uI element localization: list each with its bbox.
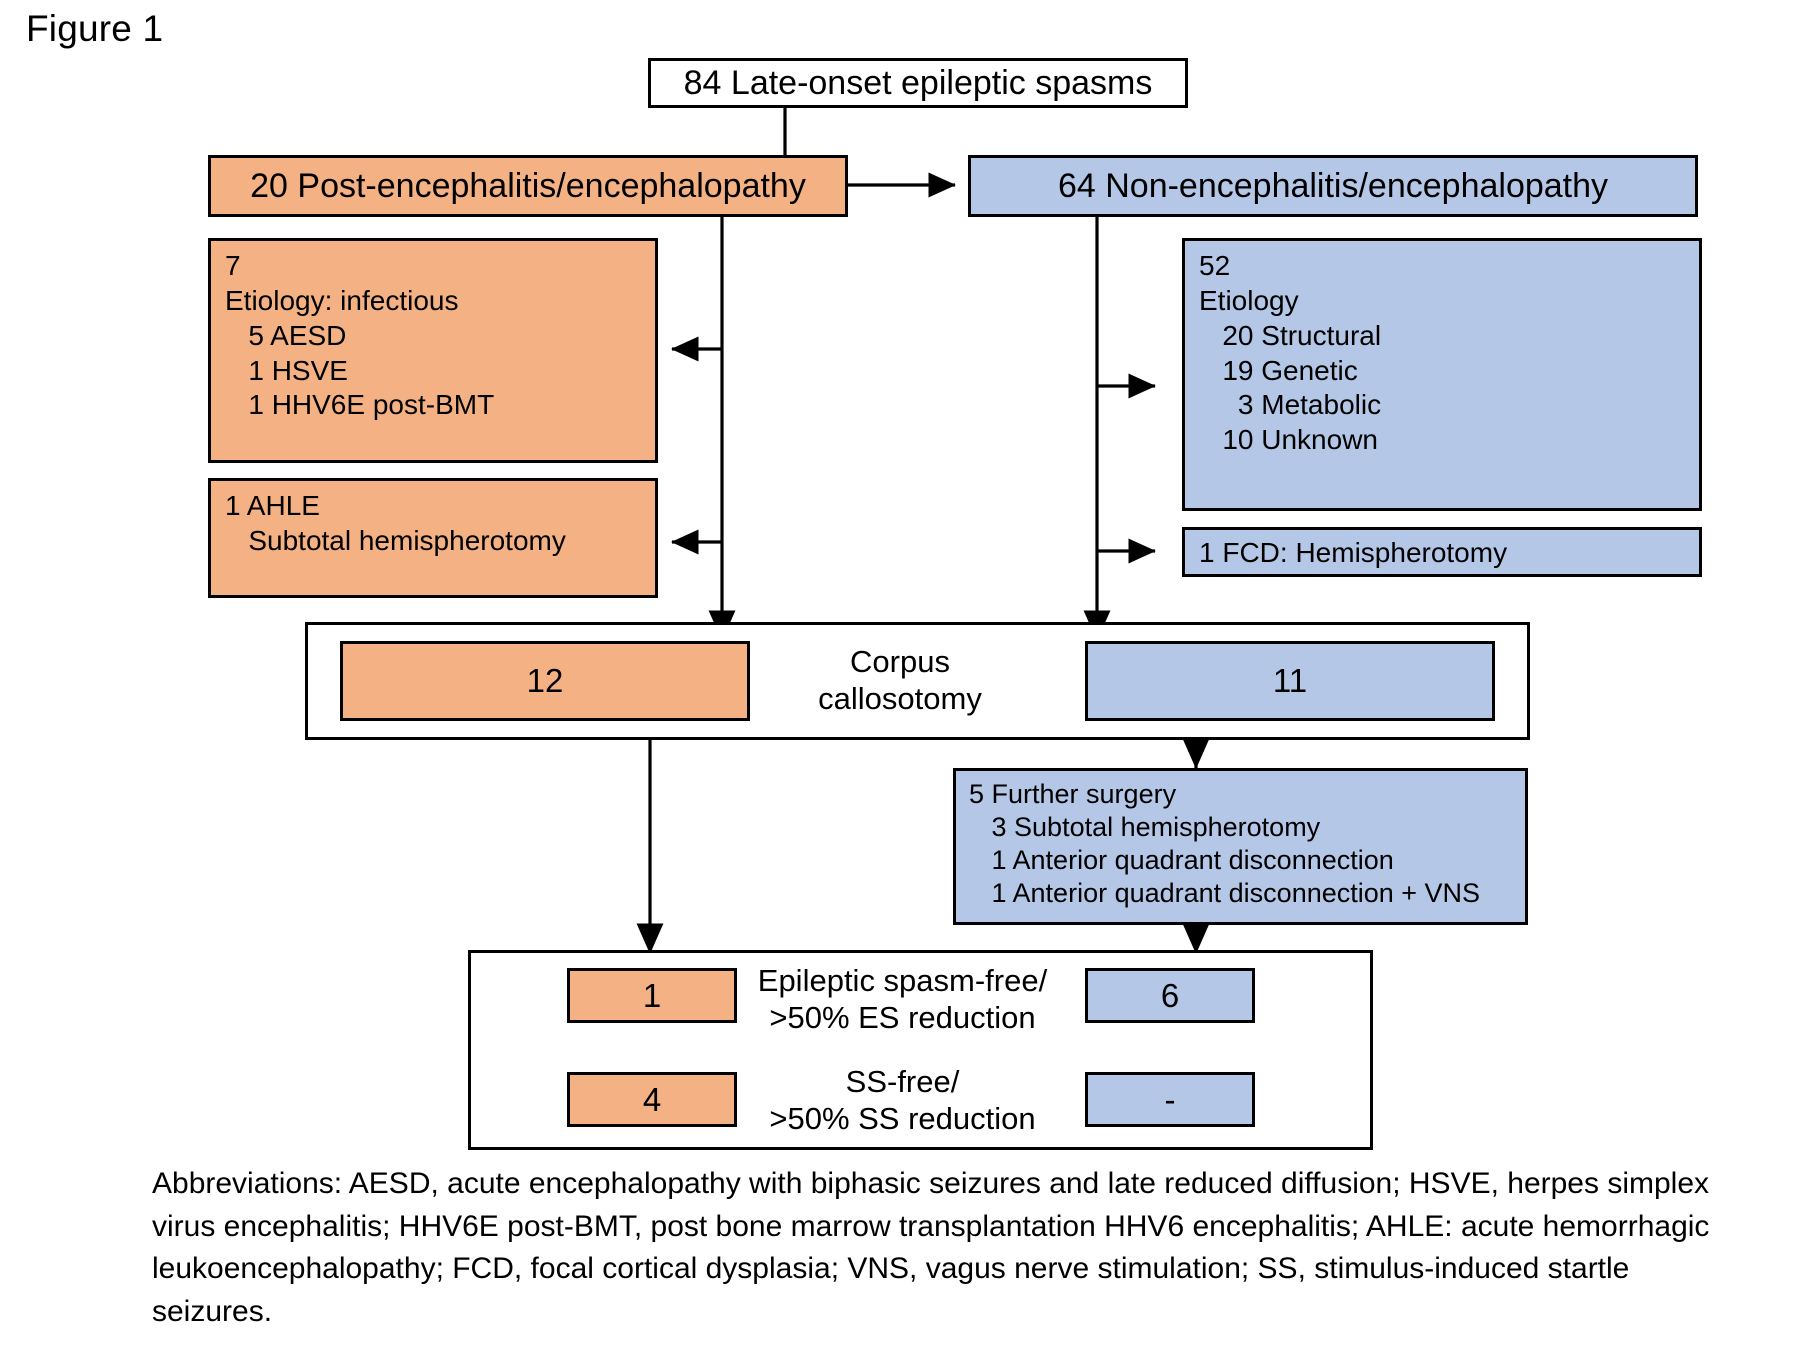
node-left-ahle-lines: 1 AHLE Subtotal hemispherotomy (225, 490, 566, 556)
outcome-row-0-right-value: 6 (1160, 976, 1180, 1014)
node-right-etiology-lines: 52 Etiology 20 Structural 19 Genetic 3 M… (1199, 250, 1382, 456)
figure-title: Figure 1 (26, 8, 164, 49)
callosotomy-right-count-value: 11 (1272, 662, 1308, 699)
node-root-label: 84 Late-onset epileptic spasms (683, 63, 1153, 102)
node-further-surgery: 5 Further surgery 3 Subtotal hemispherot… (953, 768, 1528, 925)
node-left-header: 20 Post-encephalitis/encephalopathy (208, 155, 848, 217)
outcome-row-1-left: 4 (567, 1072, 737, 1127)
outcome-row-0-label: Epileptic spasm-free/ >50% ES reduction (757, 963, 1048, 1035)
node-left-etiology: 7 Etiology: infectious 5 AESD 1 HSVE 1 H… (208, 238, 658, 463)
callosotomy-label: Corpus callosotomy (818, 644, 982, 716)
node-left-ahle: 1 AHLE Subtotal hemispherotomy (208, 478, 658, 598)
node-right-fcd-label: 1 FCD: Hemispherotomy (1199, 537, 1508, 568)
node-left-header-label: 20 Post-encephalitis/encephalopathy (250, 166, 806, 205)
outcome-row-0-left-value: 1 (642, 976, 662, 1014)
node-callosotomy-left-count: 12 (340, 641, 750, 721)
callosotomy-left-count-value: 12 (526, 662, 564, 699)
outcome-row-1-right: - (1085, 1072, 1255, 1127)
node-left-etiology-lines: 7 Etiology: infectious 5 AESD 1 HSVE 1 H… (225, 250, 495, 421)
node-further-surgery-lines: 5 Further surgery 3 Subtotal hemispherot… (969, 779, 1481, 908)
outcome-row-1-right-value: - (1164, 1080, 1176, 1118)
outcome-row-0-left: 1 (567, 968, 737, 1023)
outcome-row-0-right: 6 (1085, 968, 1255, 1023)
node-right-header-label: 64 Non-encephalitis/encephalopathy (1057, 166, 1609, 205)
abbreviations-text: Abbreviations: AESD, acute encephalopath… (152, 1167, 1710, 1328)
node-right-fcd: 1 FCD: Hemispherotomy (1182, 527, 1702, 577)
outcome-row-1-label: SS-free/ >50% SS reduction (769, 1064, 1036, 1136)
node-root: 84 Late-onset epileptic spasms (648, 58, 1188, 108)
node-callosotomy-right-count: 11 (1085, 641, 1495, 721)
node-right-header: 64 Non-encephalitis/encephalopathy (968, 155, 1698, 217)
outcome-row-1-left-value: 4 (642, 1080, 662, 1118)
node-right-etiology: 52 Etiology 20 Structural 19 Genetic 3 M… (1182, 238, 1702, 511)
